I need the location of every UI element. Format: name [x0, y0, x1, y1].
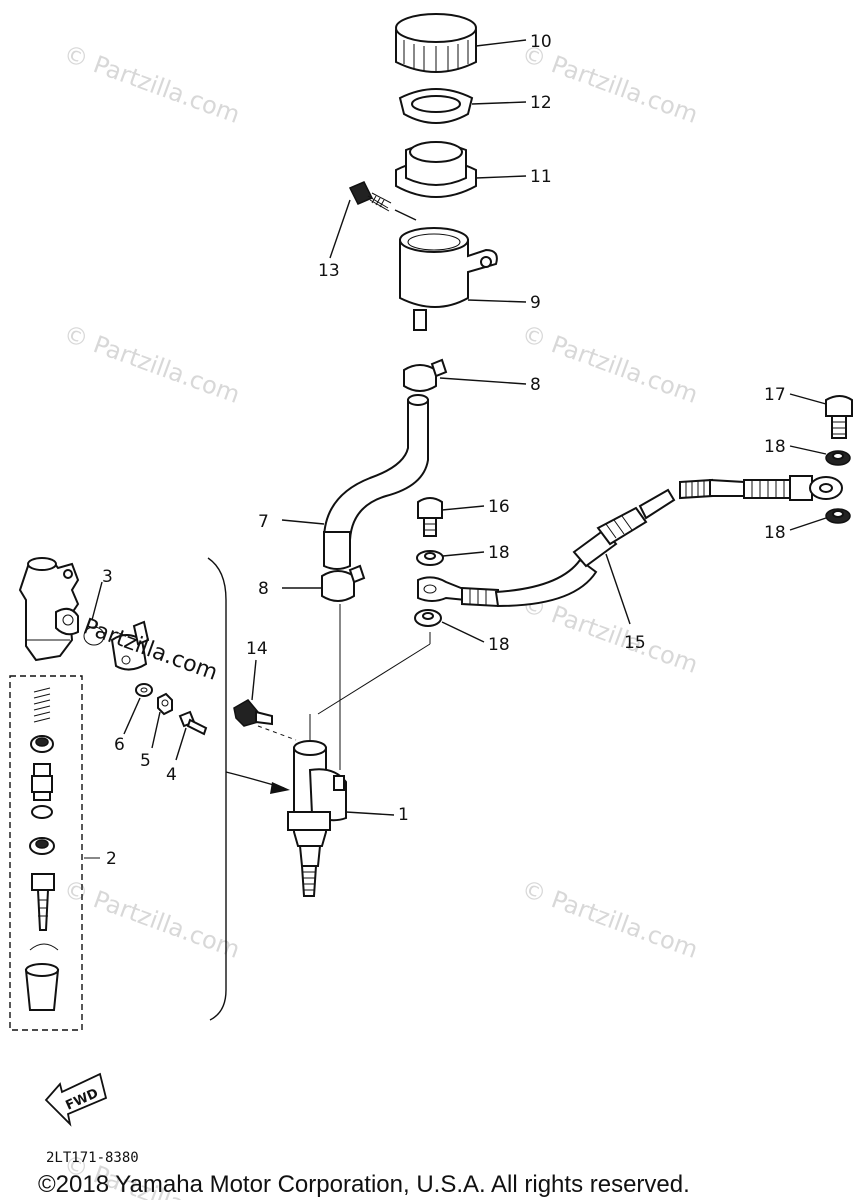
callout-1: 1	[398, 805, 409, 825]
part-18-washer-b	[414, 609, 442, 627]
part-3-oring	[83, 626, 105, 646]
callout-13: 13	[318, 261, 340, 281]
callout-14: 14	[246, 639, 268, 659]
watermark-text: © Partzilla.com	[60, 319, 244, 409]
callout-18-a: 18	[488, 543, 510, 563]
part-7-hose	[322, 394, 429, 570]
part-15-brake-hose	[417, 488, 676, 608]
part-11-diaphragm	[395, 141, 477, 198]
callout-3: 3	[102, 567, 113, 587]
callout-11: 11	[530, 167, 552, 187]
diagram-reference-number: 2LT171-8380	[46, 1150, 139, 1166]
part-12-plate	[398, 88, 474, 124]
callout-layer: 10 12 11 13 9 8 7 8 3 6 5 4 2 14 16 18 1…	[102, 32, 786, 869]
part-2-repair-kit	[9, 675, 100, 1031]
callout-2: 2	[106, 849, 117, 869]
part-17-union-bolt	[825, 395, 853, 439]
callout-18-c: 18	[764, 437, 786, 457]
callout-6: 6	[114, 735, 125, 755]
part-5-nut	[157, 692, 173, 716]
part-16-union-bolt	[417, 497, 443, 537]
fwd-arrow-icon: FWD	[44, 1072, 108, 1127]
part-8-clamp-top	[403, 358, 448, 392]
callout-9: 9	[530, 293, 541, 313]
part-3-cylinder-body	[18, 557, 80, 662]
part-3-connector	[110, 620, 150, 671]
part-8-clamp-lower	[321, 564, 366, 770]
callout-12: 12	[530, 93, 552, 113]
part-6-washer	[135, 683, 153, 697]
callout-8-top: 8	[530, 375, 541, 395]
callout-10: 10	[530, 32, 552, 52]
assembly-bracket	[207, 557, 227, 1021]
part-4-bolt	[178, 710, 208, 736]
watermark-text: © Partzilla.com	[518, 589, 702, 679]
callout-17: 17	[764, 385, 786, 405]
callout-18-d: 18	[764, 523, 786, 543]
part-18-washer-a	[416, 550, 444, 566]
watermark-overlay-text: Partzilla.com	[80, 614, 221, 686]
part-1-master-cylinder	[257, 632, 431, 897]
part-14-bolt	[233, 699, 273, 727]
part-18-washer-c	[825, 450, 851, 466]
part-10-reservoir-cap	[395, 13, 477, 73]
watermark-layer: © Partzilla.com © Partzilla.com © Partzi…	[60, 39, 702, 1200]
part-15-hose-end-fitting	[679, 475, 843, 501]
callout-15: 15	[624, 633, 646, 653]
callout-16: 16	[488, 497, 510, 517]
watermark-text: © Partzilla.com	[518, 39, 702, 129]
leader-lines	[91, 39, 827, 816]
callout-8-lower: 8	[258, 579, 269, 599]
callout-5: 5	[140, 751, 151, 771]
assembly-arrow-head	[270, 782, 290, 794]
part-18-washer-d	[825, 508, 851, 524]
callout-4: 4	[166, 765, 177, 785]
callout-18-b: 18	[488, 635, 510, 655]
watermark-text: © Partzilla.com	[60, 874, 244, 964]
watermark-text: © Partzilla.com	[518, 319, 702, 409]
part-9-reservoir	[399, 227, 498, 331]
callout-7: 7	[258, 512, 269, 532]
part-13-screw	[348, 181, 417, 221]
watermark-text: © Partzilla.com	[518, 874, 702, 964]
watermark-text: © Partzilla.com	[60, 39, 244, 129]
copyright-notice: ©2018 Yamaha Motor Corporation, U.S.A. A…	[38, 1171, 690, 1198]
